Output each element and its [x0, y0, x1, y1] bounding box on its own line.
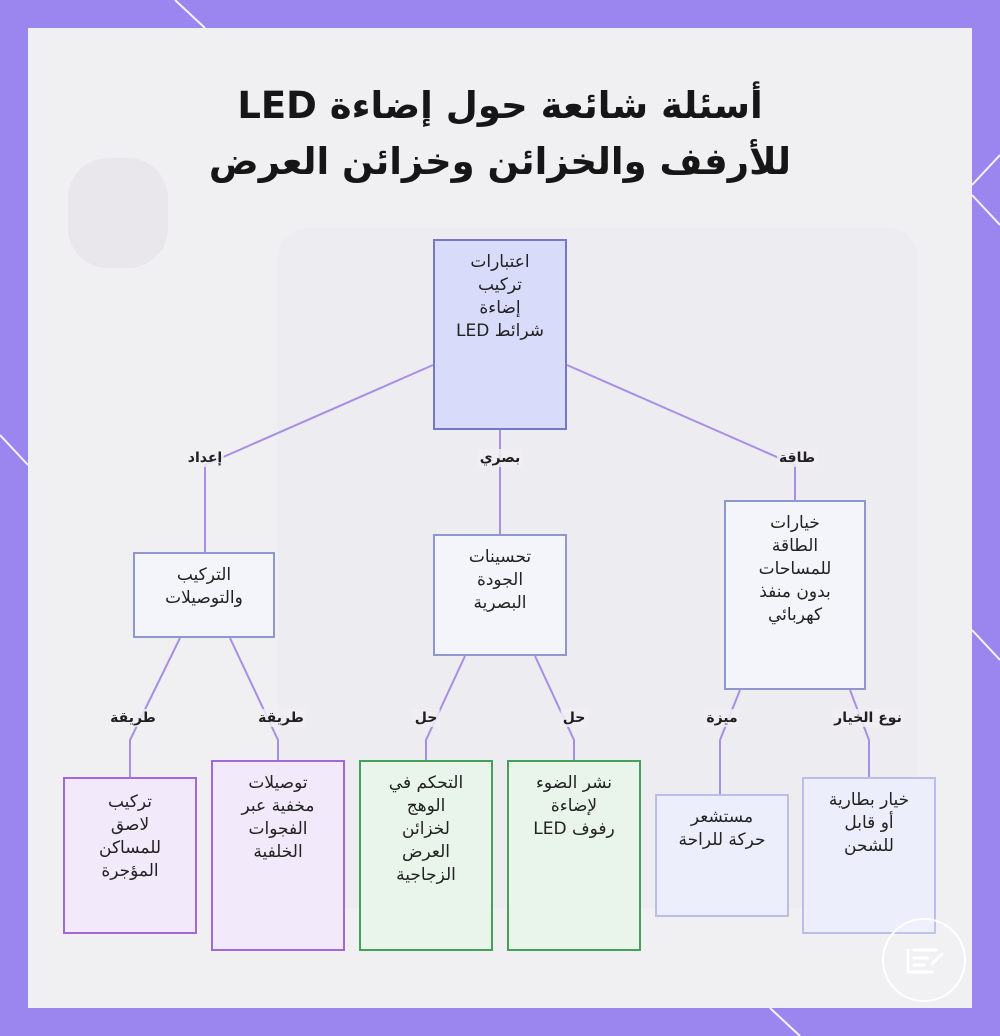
- edge-install-hidden: [229, 637, 279, 760]
- node-motion-sensor: مستشعر حركة للراحة: [655, 794, 789, 917]
- edge-install-stick: [129, 637, 181, 777]
- node-adhesive-install: تركيب لاصق للمساكن المؤجرة: [63, 777, 197, 934]
- edge-label-method: طريقة: [256, 709, 306, 727]
- node-visual: تحسينات الجودة البصرية: [433, 534, 567, 656]
- node-light-diffusion: نشر الضوء لإضاءة رفوف LED: [507, 760, 641, 951]
- title-line-1: أسئلة شائعة حول إضاءة LED: [237, 84, 763, 127]
- node-root-text: اعتبارات تركيب إضاءة شرائط LED: [456, 252, 544, 341]
- title-line-2: للأرفف والخزائن وخزائن العرض: [208, 140, 792, 183]
- edge-visual-glare: [425, 655, 466, 760]
- edge-label-method: طريقة: [108, 709, 158, 727]
- node-battery-option: خيار بطارية أو قابل للشحن: [802, 777, 936, 934]
- edge-label-feature: ميزة: [704, 709, 740, 727]
- edge-power-sensor: [719, 689, 741, 794]
- edge-label-setup: إعداد: [185, 449, 225, 467]
- brand-logo-icon: [882, 918, 966, 1002]
- edge-label-option-type: نوع الخيار: [832, 709, 904, 727]
- node-adhesive-install-text: تركيب لاصق للمساكن المؤجرة: [99, 792, 162, 881]
- edge-root-install: [204, 364, 434, 552]
- node-visual-text: تحسينات الجودة البصرية: [468, 547, 532, 613]
- node-motion-sensor-text: مستشعر حركة للراحة: [678, 807, 766, 850]
- edge-label-power: طاقة: [776, 449, 818, 467]
- node-power: خيارات الطاقة للمساحات بدون منفذ كهربائي: [724, 500, 866, 690]
- node-light-diffusion-text: نشر الضوء لإضاءة رفوف LED: [533, 773, 615, 839]
- node-install-text: التركيب والتوصيلات: [165, 565, 243, 608]
- node-power-text: خيارات الطاقة للمساحات بدون منفذ كهربائي: [758, 513, 832, 625]
- edge-label-visual: بصري: [477, 449, 523, 467]
- edge-power-battery: [849, 689, 870, 777]
- page-title: أسئلة شائعة حول إضاءة LED للأرفف والخزائ…: [0, 78, 1000, 190]
- edge-label-solution: حل: [412, 709, 440, 727]
- node-glare-control-text: التحكم في الوهج لخزائن العرض الزجاجية: [388, 773, 464, 885]
- node-hidden-wiring: توصيلات مخفية عبر الفجوات الخلفية: [211, 760, 345, 951]
- edge-label-solution: حل: [560, 709, 588, 727]
- node-root: اعتبارات تركيب إضاءة شرائط LED: [433, 239, 567, 430]
- node-hidden-wiring-text: توصيلات مخفية عبر الفجوات الخلفية: [241, 773, 315, 862]
- edge-root-power: [566, 364, 796, 500]
- node-install: التركيب والتوصيلات: [133, 552, 275, 638]
- node-glare-control: التحكم في الوهج لخزائن العرض الزجاجية: [359, 760, 493, 951]
- node-battery-option-text: خيار بطارية أو قابل للشحن: [828, 790, 910, 856]
- edge-visual-diffuse: [534, 655, 575, 760]
- background-ghost-shape: [68, 158, 168, 268]
- brand-logo-glyph: [906, 948, 944, 974]
